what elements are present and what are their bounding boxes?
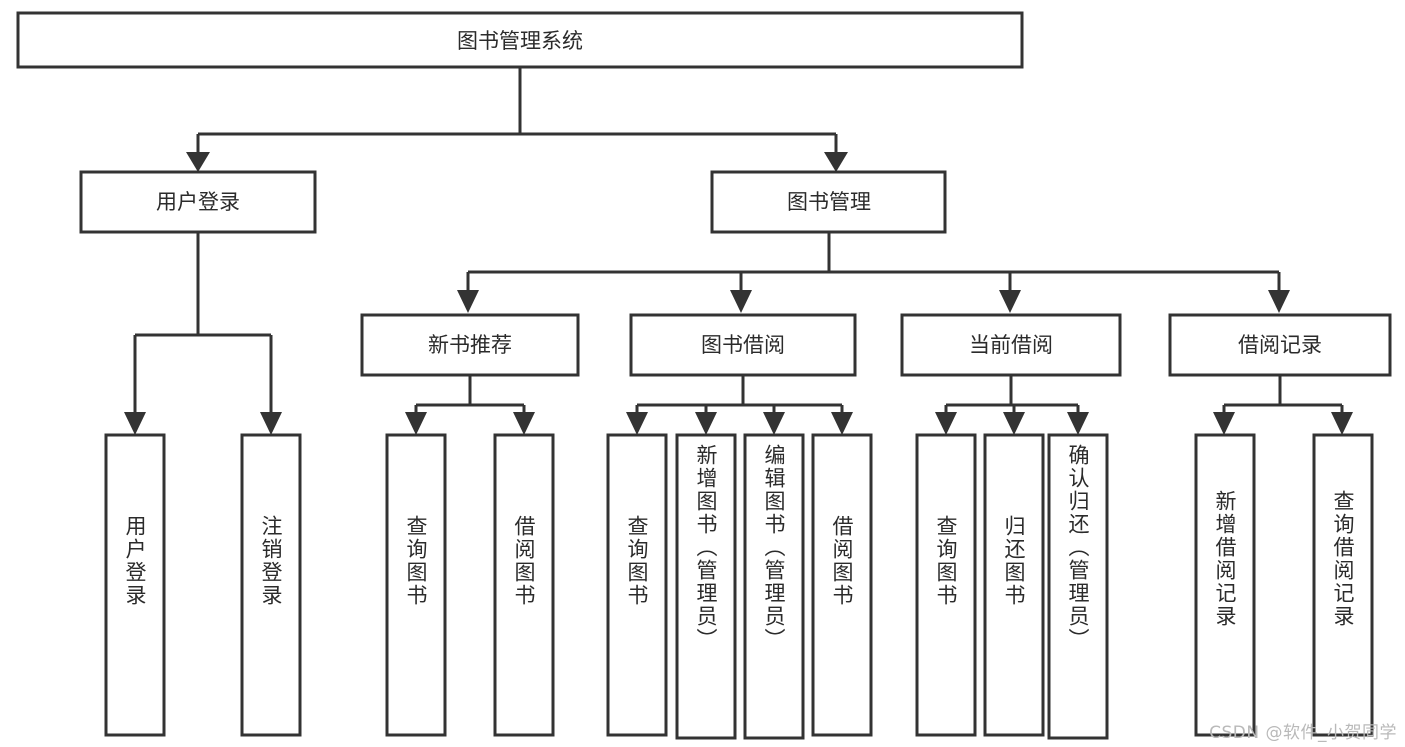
node-book-manage[interactable]: 图书管理 (710, 170, 947, 234)
node-borrow-record-label: 借阅记录 (1238, 333, 1322, 357)
leaf-box-br-query-record[interactable] (1312, 433, 1374, 737)
leaf-box-bb-edit-book[interactable] (743, 433, 805, 740)
arrowhead-bb-leaf-4 (831, 412, 853, 435)
leaf-box-bb-borrow-book[interactable] (811, 433, 873, 737)
node-book-borrow[interactable]: 图书借阅 (629, 313, 857, 377)
node-book-borrow-label: 图书借阅 (701, 333, 785, 357)
node-current-borrow-box[interactable] (900, 313, 1122, 377)
node-new-book-recommend-label: 新书推荐 (428, 333, 512, 357)
leaf-box-nb-query-book[interactable] (385, 433, 447, 737)
leaf-box-nb-borrow-book[interactable] (493, 433, 555, 737)
node-root-box[interactable] (16, 11, 1024, 69)
node-borrow-record[interactable]: 借阅记录 (1168, 313, 1392, 377)
arrowhead-bb-leaf-2 (695, 412, 717, 435)
node-book-manage-label: 图书管理 (787, 190, 871, 214)
leaf-box-cb-confirm-return[interactable] (1047, 433, 1109, 740)
arrowhead-nb-leaf-1 (405, 412, 427, 435)
node-root[interactable]: 图书管理系统 (16, 11, 1024, 69)
arrowhead-leaf-user-login (124, 412, 146, 435)
arrowhead-cb-leaf-3 (1067, 412, 1089, 435)
arrowhead-br-leaf-1 (1213, 412, 1235, 435)
leaf-box-bb-add-book[interactable] (675, 433, 737, 740)
node-new-book-recommend[interactable]: 新书推荐 (360, 313, 580, 377)
arrowhead-leaf-logout (260, 412, 282, 435)
leaf-box-logout[interactable] (240, 433, 302, 737)
leaf-box-cb-query-book[interactable] (915, 433, 977, 737)
arrowhead-bb-leaf-3 (763, 412, 785, 435)
node-current-borrow-label: 当前借阅 (969, 333, 1053, 357)
node-root-label: 图书管理系统 (457, 29, 583, 53)
leaf-box-cb-return-book[interactable] (983, 433, 1045, 737)
arrowhead-cb-leaf-2 (1003, 412, 1025, 435)
node-book-borrow-box[interactable] (629, 313, 857, 377)
arrowhead-book-manage (824, 152, 848, 172)
node-book-manage-box[interactable] (710, 170, 947, 234)
arrowhead-new-book (457, 290, 479, 313)
node-user-login[interactable]: 用户登录 (79, 170, 317, 234)
arrowhead-group (124, 152, 1353, 435)
arrowhead-user-login (186, 152, 210, 172)
arrowhead-borrow-record (1268, 290, 1290, 313)
csdn-watermark: CSDN @软件_小贺同学 (1209, 723, 1397, 743)
arrowhead-br-leaf-2 (1331, 412, 1353, 435)
arrowhead-nb-leaf-2 (513, 412, 535, 435)
node-user-login-box[interactable] (79, 170, 317, 234)
leaf-box-group (104, 433, 1374, 740)
node-borrow-record-box[interactable] (1168, 313, 1392, 377)
arrowhead-cb-leaf-1 (935, 412, 957, 435)
node-user-login-label: 用户登录 (156, 190, 240, 214)
arrowhead-current-borrow (999, 290, 1021, 313)
arrowhead-bb-leaf-1 (626, 412, 648, 435)
arrowhead-book-borrow (730, 290, 752, 313)
node-current-borrow[interactable]: 当前借阅 (900, 313, 1122, 377)
leaf-box-bb-query-book[interactable] (606, 433, 668, 737)
node-new-book-recommend-box[interactable] (360, 313, 580, 377)
leaf-box-br-add-record[interactable] (1194, 433, 1256, 737)
leaf-box-user-login[interactable] (104, 433, 166, 737)
